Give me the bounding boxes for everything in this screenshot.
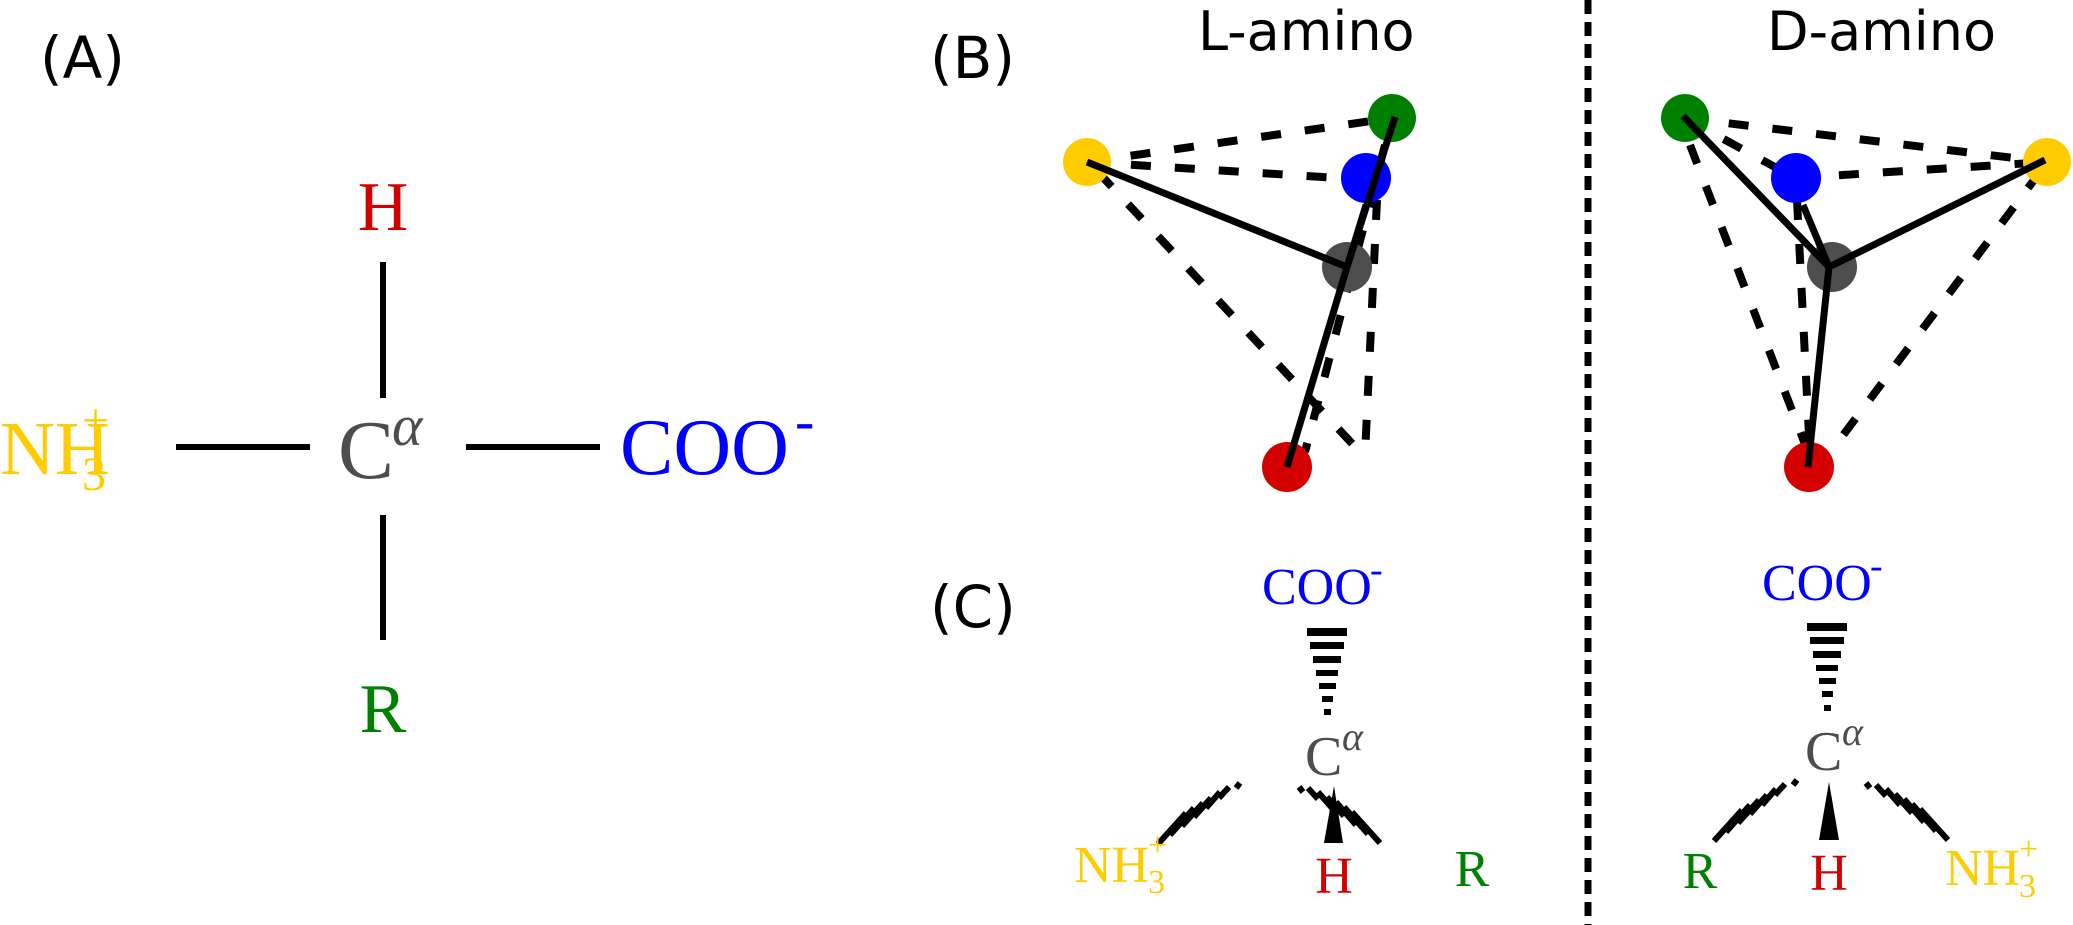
amine-group: NH + 3 — [1074, 827, 1167, 901]
alpha-symbol: α — [1842, 709, 1864, 754]
d-amino-tetrahedron — [1661, 94, 2071, 492]
solid-wedge-h — [1324, 786, 1343, 843]
bond-center-h — [1283, 265, 1351, 469]
hashed-wedge-amine — [1155, 781, 1243, 847]
carboxyl-base: COO — [1262, 559, 1372, 616]
bond-center-carboxyl — [1799, 203, 1833, 269]
edge-green-red — [1686, 143, 1812, 454]
panel-b-label: (B) — [930, 24, 1015, 92]
amine-group: NH + 3 — [0, 394, 110, 501]
edge-yellow-red — [1828, 169, 2044, 453]
hashed-wedge-amine — [1863, 781, 1951, 843]
d-amino-projection: COO - C α — [1683, 545, 2039, 905]
hashed-wedge-carboxyl — [1807, 623, 1847, 711]
atom-carboxyl — [1771, 153, 1821, 203]
group-r: R — [360, 671, 407, 748]
amine-base: NH — [0, 407, 110, 491]
bond-center-h — [1804, 266, 1833, 468]
alpha-symbol: α — [1342, 714, 1364, 759]
amine-charge: + — [82, 394, 109, 447]
group-h: H — [358, 169, 409, 246]
amine-group: NH + 3 — [1945, 831, 2038, 905]
carboxyl-group: COO - — [620, 388, 814, 492]
bond-center-carboxyl — [1343, 203, 1370, 269]
alpha-carbon: C α — [338, 393, 424, 497]
amine-charge: + — [1148, 827, 1167, 864]
hashed-wedge-carboxyl — [1307, 628, 1347, 715]
amine-base: NH — [1074, 837, 1149, 894]
solid-wedge-h — [1819, 782, 1839, 840]
alpha-symbol: α — [392, 393, 424, 458]
edge-green-yellow — [1684, 114, 2048, 166]
panel-c: (C) COO - C α — [930, 545, 2038, 905]
group-r: R — [1455, 841, 1490, 898]
alpha-carbon-base: C — [338, 404, 394, 497]
carboxyl-base: COO — [1762, 555, 1872, 612]
edge-yellow-green — [1086, 114, 1393, 166]
panel-a: (A) H R C α NH + 3 COO - — [0, 24, 814, 748]
l-amino-tetrahedron — [1063, 94, 1416, 492]
d-amino-heading: D-amino — [1767, 0, 1996, 63]
atom-amine — [2023, 138, 2071, 186]
carboxyl-charge: - — [1870, 545, 1883, 587]
amine-subscript: 3 — [82, 448, 106, 501]
group-r: R — [1683, 843, 1718, 900]
amine-charge: + — [2019, 831, 2038, 868]
edge-yellow-red — [1095, 169, 1363, 455]
panel-a-label: (A) — [40, 24, 125, 92]
carboxyl-charge: - — [795, 388, 814, 453]
hashed-wedge-r — [1711, 778, 1800, 844]
hashed-wedge-r — [1296, 785, 1383, 846]
carboxyl-charge: - — [1370, 549, 1383, 591]
bond-center-amine — [1827, 156, 2047, 271]
l-amino-heading: L-amino — [1198, 0, 1415, 63]
carboxyl-base: COO — [620, 404, 789, 492]
amine-base: NH — [1945, 840, 2020, 897]
alpha-carbon-base: C — [1805, 721, 1842, 783]
panel-b: (B) L-amino D-amino — [930, 0, 2071, 492]
bond-center-amine — [1085, 158, 1349, 271]
panel-c-label: (C) — [930, 573, 1016, 641]
edge-yellow-blue — [1086, 158, 1371, 184]
edge-blue-red — [1361, 199, 1381, 456]
amine-subscript: 3 — [2019, 868, 2036, 905]
l-amino-projection: COO - C α — [1074, 549, 1490, 905]
group-h: H — [1810, 845, 1848, 902]
alpha-carbon-base: C — [1305, 726, 1342, 788]
bond-center-r — [1680, 113, 1832, 270]
amine-subscript: 3 — [1148, 864, 1165, 901]
group-h: H — [1315, 848, 1353, 905]
